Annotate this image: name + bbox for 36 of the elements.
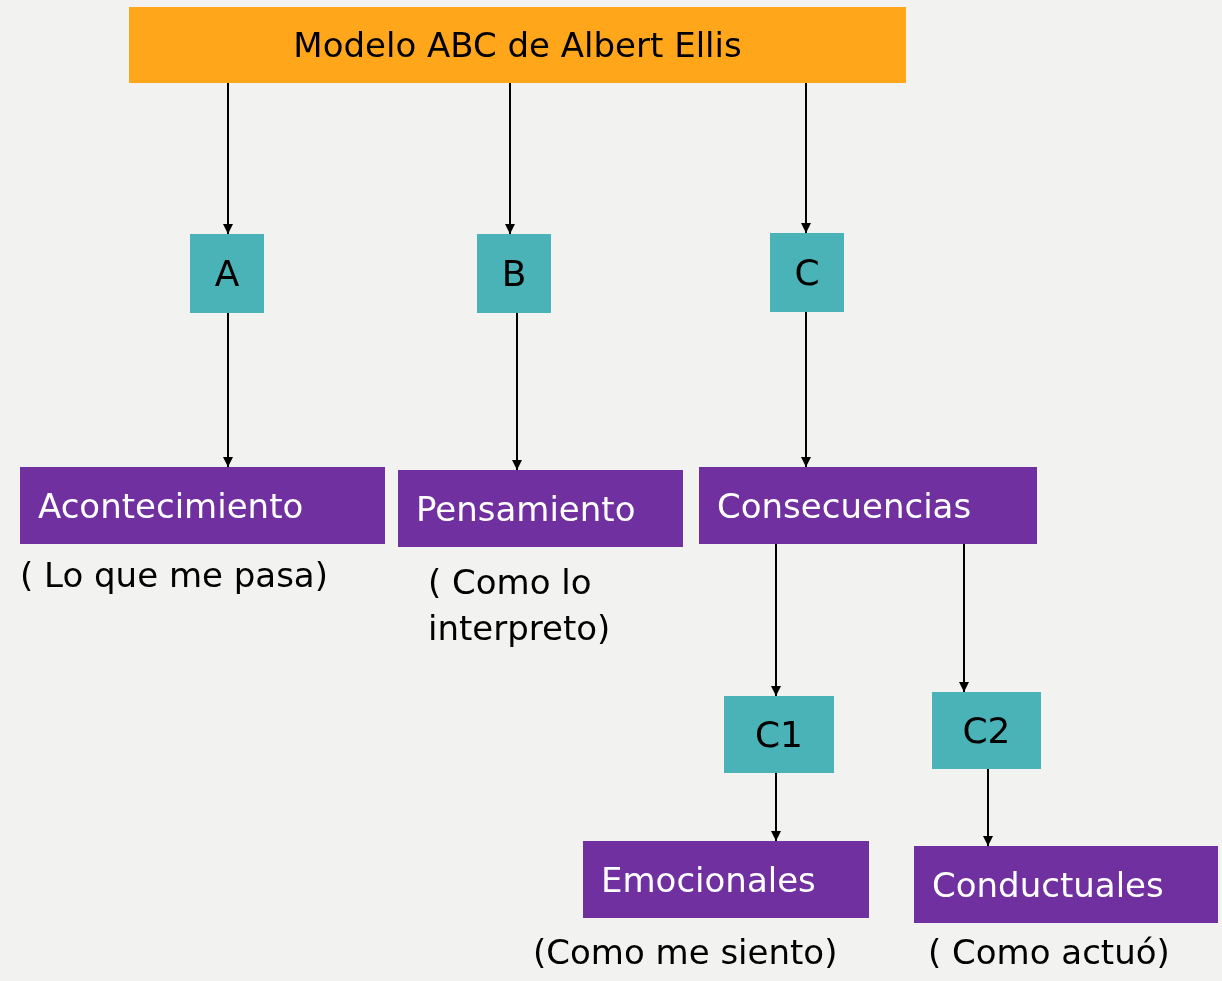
node-label: C1 [754, 714, 803, 755]
arrow [505, 82, 515, 235]
caption-text: ( Como actuó) [928, 931, 1171, 974]
caption-text: (Como me siento) [533, 931, 839, 974]
node-label: Consecuencias [717, 485, 972, 526]
concept-box [398, 470, 683, 547]
concept-box [20, 467, 385, 544]
concept-box [699, 467, 1037, 544]
concept-box [583, 841, 869, 918]
node-label: B [501, 253, 527, 294]
arrow [801, 82, 811, 234]
caption-text: ( Como lo interpreto) [428, 561, 612, 650]
caption-text: ( Lo que me pasa) [20, 554, 329, 597]
node-label: C2 [962, 710, 1011, 751]
letter-box [190, 234, 264, 313]
letter-box [477, 234, 551, 313]
letter-box [932, 692, 1041, 769]
node-label: Conductuales [932, 864, 1164, 905]
arrow [983, 768, 993, 847]
node-label: C [794, 252, 820, 293]
title-box [129, 7, 906, 83]
arrow [771, 772, 781, 842]
arrow [512, 312, 522, 471]
letter-box [770, 233, 844, 312]
node-label: Modelo ABC de Albert Ellis [293, 25, 742, 65]
arrow [959, 543, 969, 693]
arrow [771, 543, 781, 697]
node-label: Acontecimiento [38, 485, 304, 526]
concept-box [914, 846, 1218, 923]
node-label: Emocionales [601, 859, 816, 900]
node-label: Pensamiento [416, 488, 636, 529]
node-label: A [214, 253, 240, 294]
arrow [223, 312, 233, 468]
letter-box [724, 696, 834, 773]
arrow [801, 311, 811, 468]
arrow [223, 82, 233, 235]
